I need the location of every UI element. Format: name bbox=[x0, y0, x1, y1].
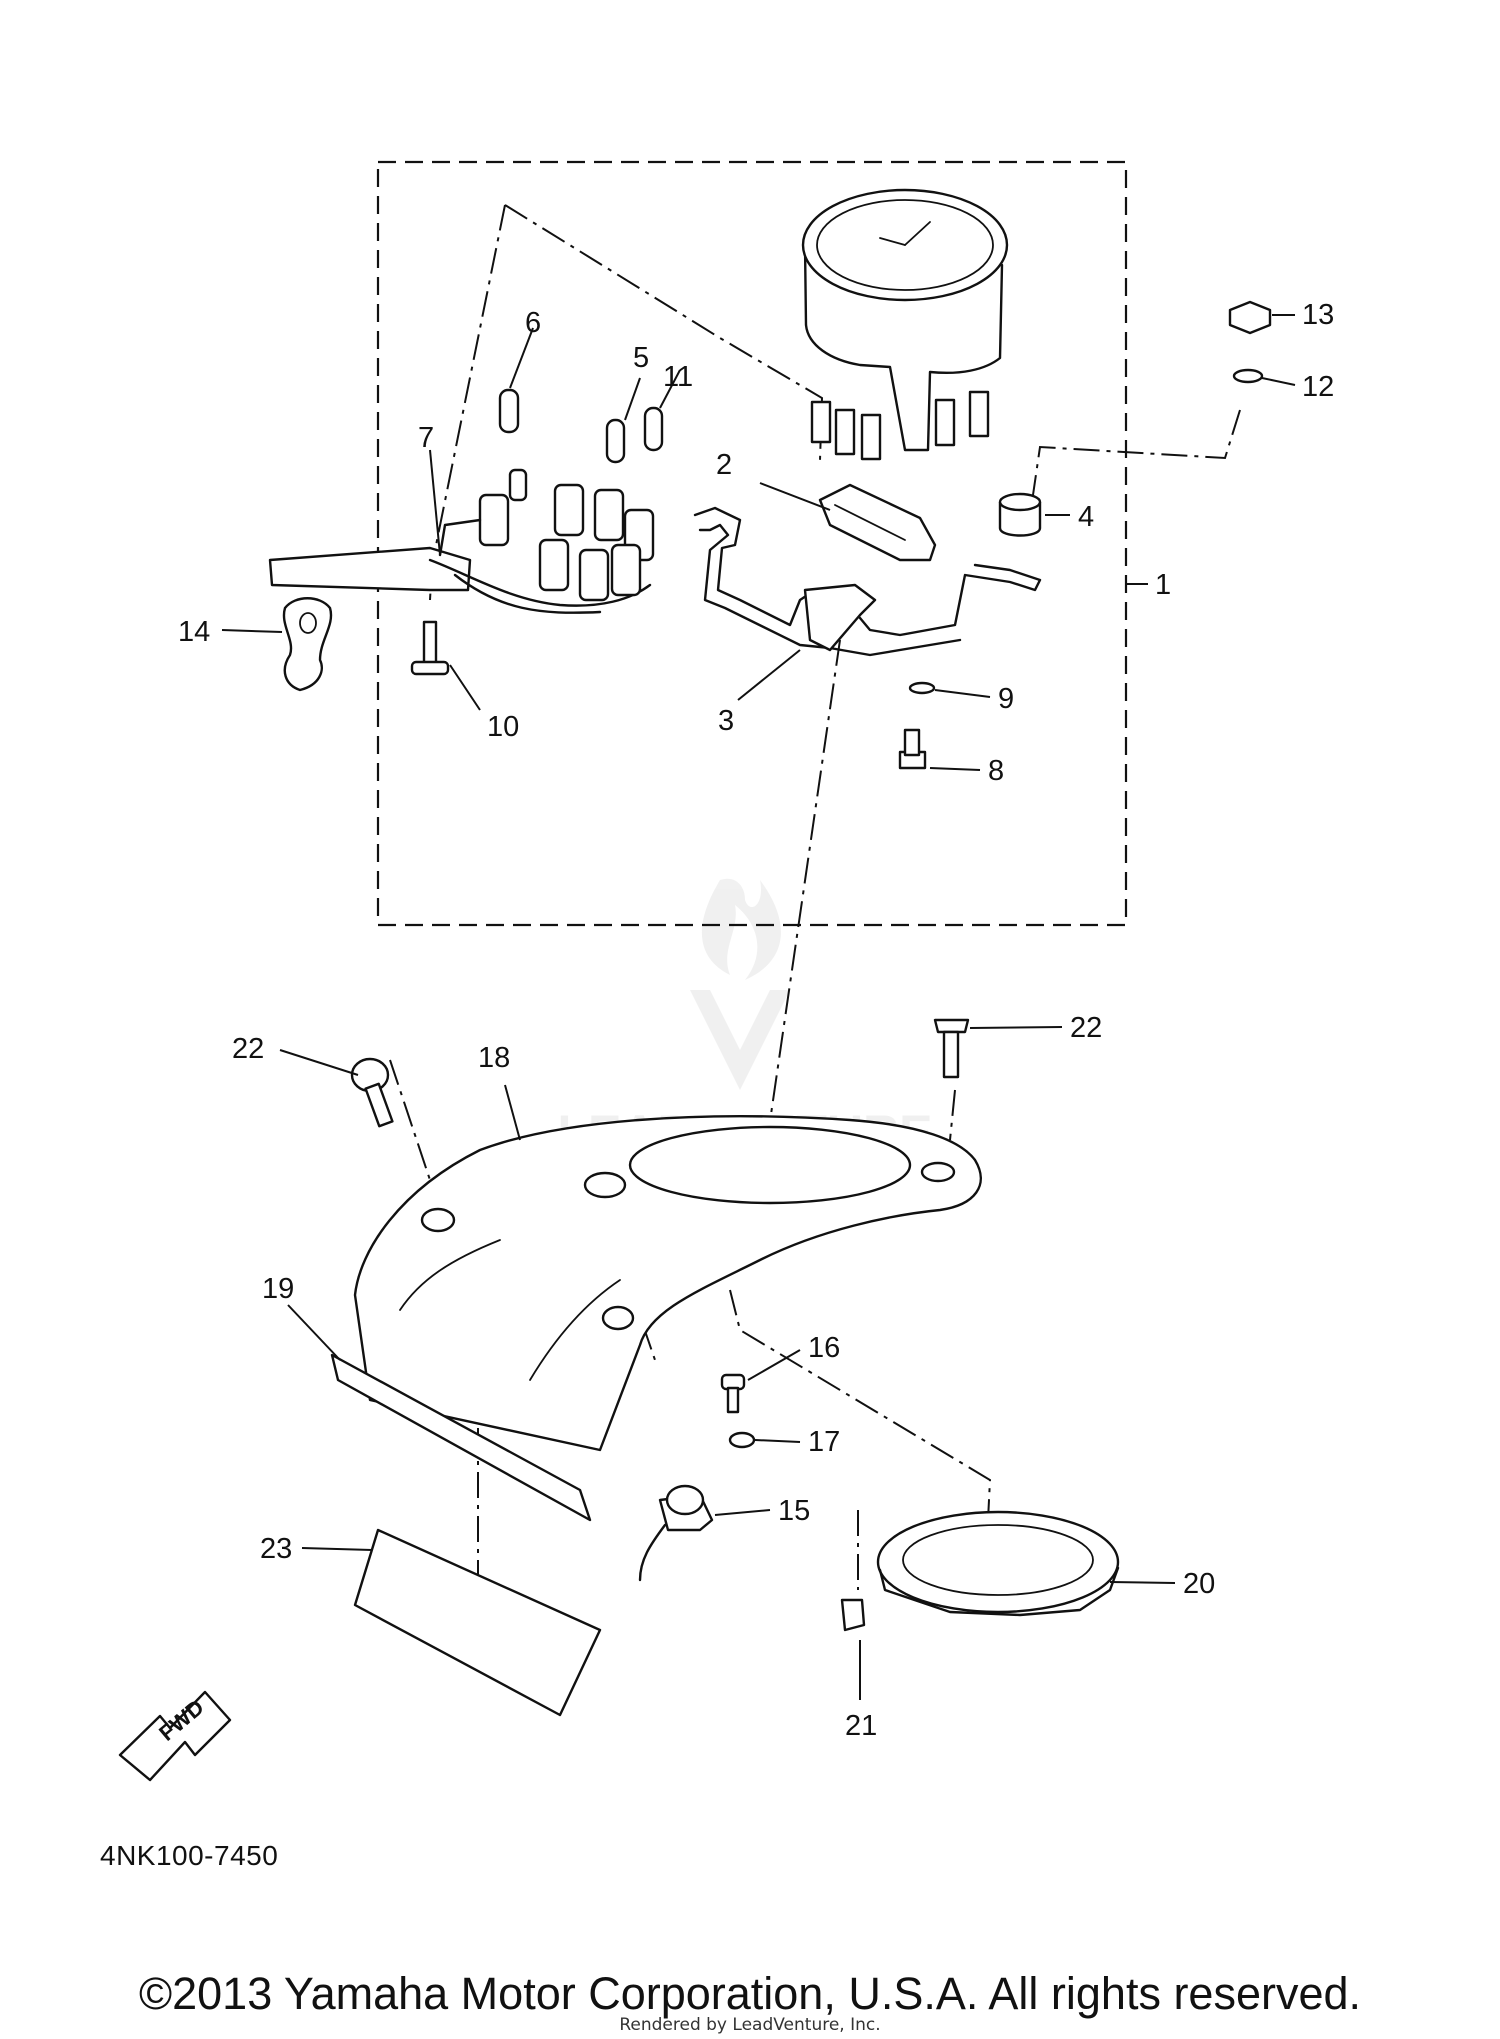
callout-7: 7 bbox=[418, 422, 434, 454]
mounting-ring-part-20 bbox=[876, 1510, 1120, 1617]
callout-10: 10 bbox=[487, 711, 519, 743]
diagram-part-code: 4NK100-7450 bbox=[100, 1840, 279, 1871]
speedometer-meter-part bbox=[801, 188, 1009, 461]
meter-bracket-part-3 bbox=[693, 506, 1042, 657]
callout-6: 6 bbox=[525, 307, 541, 339]
callout-3: 3 bbox=[718, 705, 734, 737]
bulb-parts bbox=[498, 388, 664, 464]
callout-4: 4 bbox=[1078, 501, 1094, 533]
callout-9: 9 bbox=[998, 683, 1014, 715]
callout-13: 13 bbox=[1302, 299, 1334, 331]
callout-5: 5 bbox=[633, 342, 649, 374]
callout-1: 1 bbox=[1155, 569, 1171, 601]
callout-11: 11 bbox=[663, 361, 693, 393]
clamp-part-14 bbox=[282, 597, 333, 692]
grommet-part-4 bbox=[998, 492, 1042, 537]
meter-cover-part-18 bbox=[353, 1115, 982, 1452]
screw-part-10 bbox=[410, 620, 450, 676]
fwd-arrow-icon: FWD bbox=[118, 1690, 232, 1782]
callout-21: 21 bbox=[845, 1710, 877, 1742]
callout-15: 15 bbox=[778, 1495, 810, 1527]
washer-part-9 bbox=[908, 681, 936, 695]
indicator-light-part-15 bbox=[638, 1484, 714, 1582]
washer-part-17 bbox=[728, 1431, 756, 1449]
callout-12: 12 bbox=[1302, 371, 1334, 403]
callout-14: 14 bbox=[178, 616, 210, 648]
screw-part-16 bbox=[720, 1373, 746, 1414]
nut-part-13 bbox=[1228, 300, 1272, 335]
callout-19: 19 bbox=[262, 1273, 294, 1305]
trim-strip-part-19 bbox=[330, 1353, 592, 1522]
screw-part-22-left bbox=[350, 1057, 394, 1128]
callout-2: 2 bbox=[716, 449, 732, 481]
wiring-harness-part-7 bbox=[268, 468, 655, 614]
screw-part-22-right bbox=[933, 1018, 970, 1079]
callout-23: 23 bbox=[260, 1533, 292, 1565]
emblem-plate-part-23 bbox=[353, 1528, 602, 1717]
callout-8: 8 bbox=[988, 755, 1004, 787]
callout-18: 18 bbox=[478, 1042, 510, 1074]
clip-part-21 bbox=[840, 1598, 866, 1632]
callout-20: 20 bbox=[1183, 1568, 1215, 1600]
callout-16: 16 bbox=[808, 1332, 840, 1364]
washer-part-12 bbox=[1232, 368, 1264, 384]
copyright-notice: ©2013 Yamaha Motor Corporation, U.S.A. A… bbox=[138, 1968, 1362, 2019]
callout-22-left: 22 bbox=[232, 1033, 264, 1065]
meter-plate-part-2 bbox=[818, 483, 937, 562]
callout-labels: 1 2 3 4 5 6 7 8 9 10 11 12 13 14 15 16 1… bbox=[178, 299, 1334, 1742]
callout-leaders bbox=[221, 314, 1296, 1700]
callout-22-right: 22 bbox=[1070, 1012, 1102, 1044]
callout-17: 17 bbox=[808, 1426, 840, 1458]
rendered-by-credit: Rendered by LeadVenture, Inc. bbox=[619, 2015, 881, 2035]
bolt-part-8 bbox=[898, 728, 927, 770]
